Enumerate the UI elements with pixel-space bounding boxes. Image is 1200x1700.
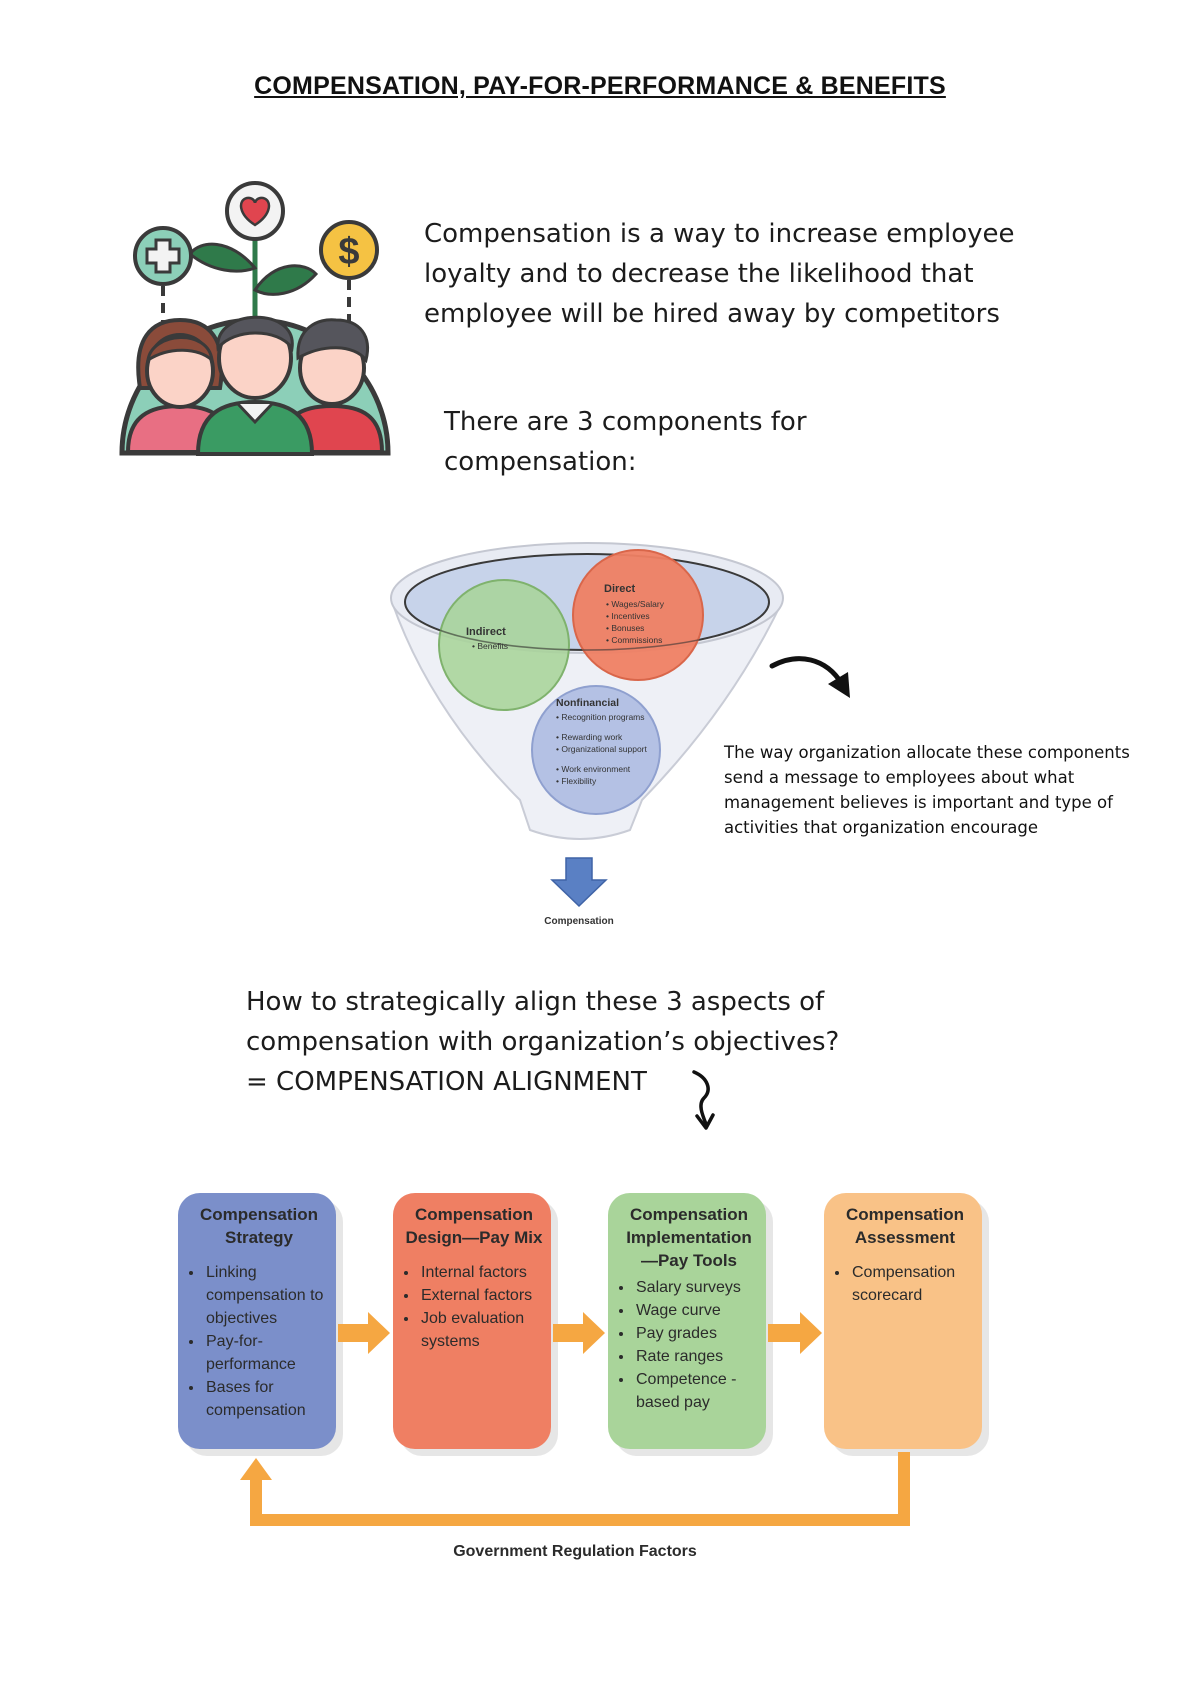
allocation-note-line: The way organization allocate these comp…: [724, 743, 1130, 762]
funnel-output-label: Compensation: [544, 916, 613, 927]
svg-text:$: $: [338, 231, 359, 273]
flow-box-item: Compensation scorecard: [850, 1261, 974, 1307]
allocation-note: The way organization allocate these comp…: [724, 740, 1130, 840]
flow-box-item: Rate ranges: [634, 1345, 758, 1368]
flow-arrow-right-icon: [553, 1312, 605, 1354]
alignment-question: How to strategically align these 3 aspec…: [246, 982, 839, 1102]
allocation-note-line: management believes is important and typ…: [724, 793, 1113, 812]
government-regulation-label: Government Regulation Factors: [453, 1543, 697, 1560]
flow-arrow-right-icon: [768, 1312, 822, 1354]
flow-box-strategy: Compensation Strategy Linking compensati…: [178, 1193, 336, 1449]
components-heading-line: compensation:: [444, 447, 637, 477]
squiggle-arrow-icon: [692, 1070, 715, 1130]
intro-line: Compensation is a way to increase employ…: [424, 219, 1015, 249]
flow-box-title: Compensation Strategy: [199, 1205, 319, 1247]
flow-box-assessment: Compensation Assessment Compensation sco…: [824, 1193, 982, 1449]
compensation-funnel-diagram: Indirect • Benefits Direct • Wages/Salar…: [390, 542, 784, 927]
flow-box-item: External factors: [419, 1284, 543, 1307]
components-heading: There are 3 components for compensation:: [444, 402, 807, 482]
direct-item: • Commissions: [606, 635, 662, 645]
intro-line: loyalty and to decrease the likelihood t…: [424, 259, 974, 289]
flow-box-item: Wage curve: [634, 1299, 758, 1322]
flow-box-title: Compensation Implementation —Pay Tools: [626, 1205, 752, 1270]
alignment-line: = COMPENSATION ALIGNMENT: [246, 1067, 647, 1097]
intro-line: employee will be hired away by competito…: [424, 299, 1000, 329]
alignment-line: How to strategically align these 3 aspec…: [246, 987, 825, 1017]
curved-arrow-icon: [769, 656, 850, 698]
indirect-title: Indirect: [466, 626, 506, 638]
flow-box-design: Compensation Design—Pay Mix Internal fac…: [393, 1193, 551, 1449]
indirect-item: • Benefits: [472, 641, 508, 651]
allocation-note-line: send a message to employees about what: [724, 768, 1075, 787]
nonfinancial-item: • Flexibility: [556, 776, 597, 786]
medical-cross-icon: [133, 226, 193, 286]
heart-icon: [225, 181, 285, 241]
feedback-loop-line: [250, 1452, 910, 1526]
nonfinancial-item: • Recognition programs: [556, 712, 645, 722]
allocation-note-line: activities that organization encourage: [724, 818, 1038, 837]
flow-box-item: Salary surveys: [634, 1276, 758, 1299]
nonfinancial-circle: [531, 685, 661, 815]
feedback-arrow-up-icon: [240, 1458, 272, 1480]
flow-box-item: Internal factors: [419, 1261, 543, 1284]
flow-box-title: Compensation Assessment: [845, 1205, 965, 1247]
flow-arrows: [240, 1312, 910, 1526]
nonfinancial-item: • Rewarding work: [556, 732, 623, 742]
nonfinancial-title: Nonfinancial: [556, 697, 619, 709]
flow-box-item: Pay-for-performance: [204, 1330, 328, 1376]
flow-box-item: Job evaluation systems: [419, 1307, 543, 1353]
direct-item: • Wages/Salary: [606, 599, 665, 609]
intro-paragraph: Compensation is a way to increase employ…: [424, 214, 1015, 334]
direct-item: • Bonuses: [606, 623, 644, 633]
nonfinancial-item: • Work environment: [556, 764, 631, 774]
people-group-icon: [125, 315, 385, 456]
direct-title: Direct: [604, 583, 636, 595]
components-heading-line: There are 3 components for: [444, 407, 807, 437]
alignment-line: compensation with organization’s objecti…: [246, 1027, 840, 1057]
direct-circle: [572, 549, 704, 681]
flow-box-implementation: Compensation Implementation —Pay Tools S…: [608, 1193, 766, 1449]
flow-box-item: Pay grades: [634, 1322, 758, 1345]
people-plant-illustration: $: [119, 181, 391, 456]
flow-arrow-right-icon: [338, 1312, 390, 1354]
down-arrow-icon: [550, 857, 608, 908]
flow-box-item: Bases for compensation: [204, 1376, 328, 1422]
direct-item: • Incentives: [606, 611, 650, 621]
plant-icon: [187, 238, 319, 316]
dollar-coin-icon: $: [319, 220, 379, 280]
flow-box-item: Competence - based pay: [634, 1368, 758, 1414]
flow-box-item: Linking compensation to objectives: [204, 1261, 328, 1330]
flow-box-title: Compensation Design—Pay Mix: [405, 1205, 543, 1247]
page-title: COMPENSATION, PAY-FOR-PERFORMANCE & BENE…: [254, 72, 946, 100]
nonfinancial-item: • Organizational support: [556, 744, 648, 754]
